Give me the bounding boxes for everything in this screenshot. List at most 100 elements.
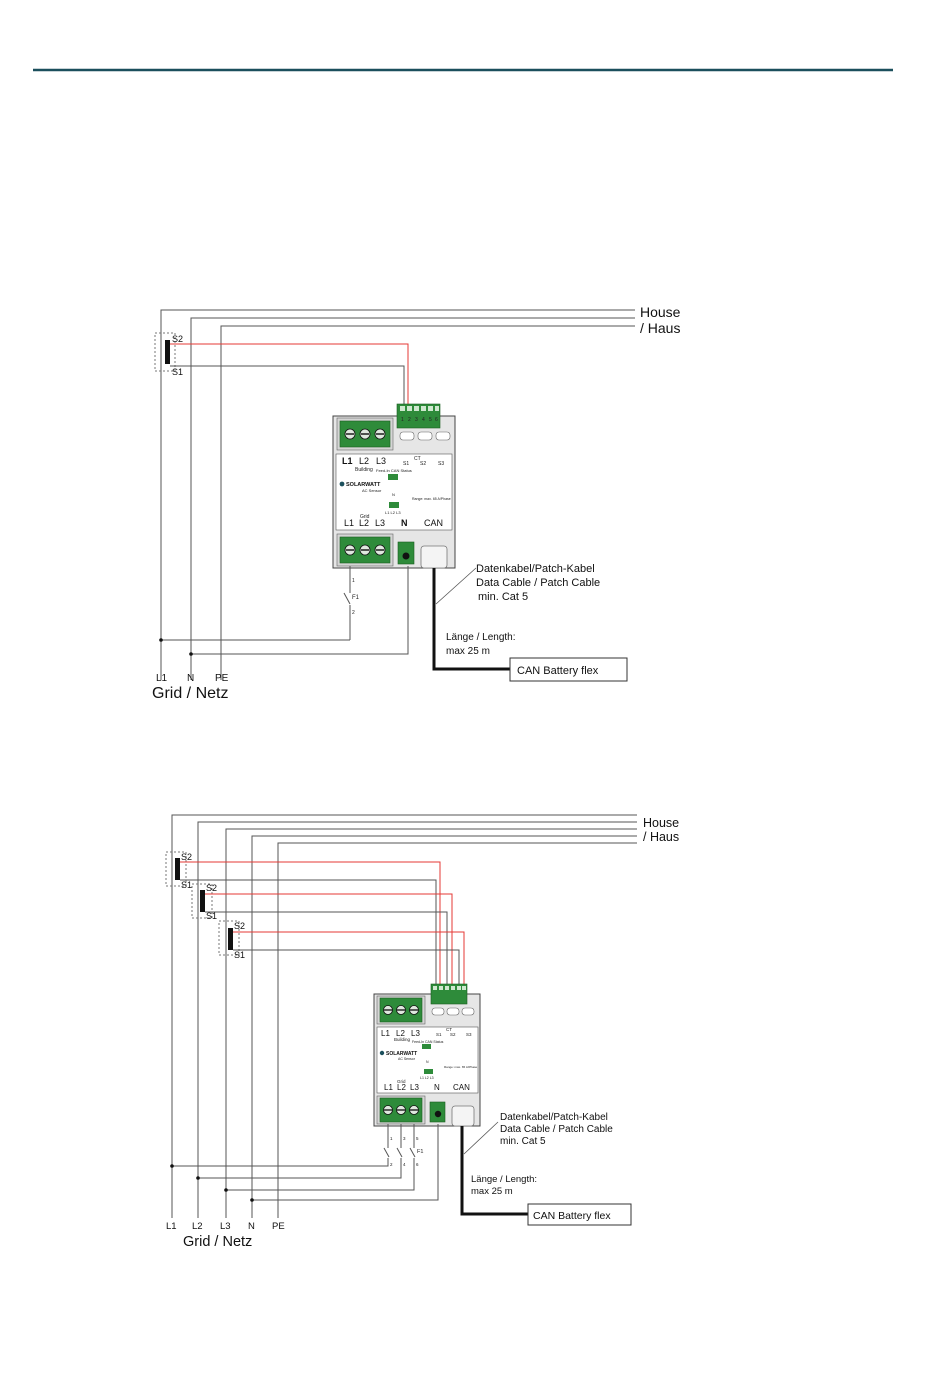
device-s1: S1: [436, 1032, 442, 1037]
ct-s1-label: S1: [172, 367, 183, 377]
cable-line-1: Datenkabel/Patch-Kabel: [476, 563, 595, 575]
battery-label: CAN Battery flex: [533, 1210, 611, 1222]
fuse-pin-2: 2: [352, 610, 355, 616]
ac-sensor-device: L1 L2 L3 Building CT S1 S2 S3 Feed-In CA…: [373, 983, 481, 1127]
device-bottom-small: L1 L2 L3: [420, 1076, 434, 1080]
ct3-s2-label: S2: [234, 921, 245, 931]
battery-label: CAN Battery flex: [517, 665, 599, 677]
device-top-l3: L3: [411, 1029, 420, 1038]
bottom-l3-label: L3: [220, 1221, 231, 1232]
device-s2: S2: [450, 1032, 456, 1037]
fuse-pin: 4: [403, 1162, 406, 1167]
house-label: House: [643, 816, 679, 830]
device-bottom-l2: L2: [397, 1083, 406, 1092]
device-model: AC Sensor: [398, 1057, 416, 1061]
device-top-l2: L2: [359, 456, 369, 466]
device-top-l3: L3: [376, 456, 386, 466]
device-brand: SOLARWATT: [346, 482, 381, 488]
diagram-three-phase: S2 S1 S2 S1 S2 S1: [165, 814, 679, 1250]
conductors: [171, 814, 637, 1218]
length-line-2: max 25 m: [471, 1186, 513, 1197]
can-cable: [460, 1126, 528, 1216]
device-bottom-l3: L3: [410, 1083, 419, 1092]
device-building-label: Building: [394, 1037, 411, 1042]
device-range: Range: max. 65 A/Phase: [412, 497, 451, 501]
ct-signal-wire-grey: [170, 365, 405, 404]
haus-label: / Haus: [643, 830, 679, 844]
fuse-label: F1: [352, 595, 360, 601]
device-grid-small: Grid: [360, 514, 370, 520]
ct2-s2-label: S2: [206, 883, 217, 893]
haus-label: / Haus: [640, 320, 680, 336]
current-transformer: S2 S1: [154, 332, 183, 377]
fuse-pin: 5: [416, 1136, 419, 1141]
cable-leader: [463, 1121, 499, 1155]
device-brand: SOLARWATT: [386, 1051, 417, 1057]
device-bottom-l2: L2: [359, 518, 369, 528]
length-line-2: max 25 m: [446, 646, 490, 657]
device-bottom-l3: L3: [375, 518, 385, 528]
cable-line-3: min. Cat 5: [478, 591, 528, 603]
cable-line-1: Datenkabel/Patch-Kabel: [500, 1112, 608, 1123]
grid-label: Grid / Netz: [183, 1234, 252, 1250]
device-ct-header: CT: [446, 1027, 452, 1032]
device-feed-in: Feed-In CAN Status: [376, 468, 412, 473]
fuse-pin: 2: [390, 1162, 393, 1167]
svg-text:3: 3: [415, 417, 418, 423]
device-building-label: Building: [355, 467, 373, 473]
bottom-pe-label: PE: [215, 673, 229, 684]
length-line-1: Länge / Length:: [471, 1174, 537, 1185]
svg-text:2: 2: [408, 417, 411, 423]
grid-label: Grid / Netz: [152, 685, 228, 702]
junction-dot: [250, 1198, 254, 1202]
ct-signal-wires: [180, 861, 465, 984]
svg-text:5: 5: [429, 417, 432, 423]
fuse-pin-1: 1: [352, 578, 355, 584]
svg-text:4: 4: [422, 417, 425, 423]
fuse-f1: [161, 566, 409, 655]
device-ct-header: CT: [414, 456, 421, 462]
bottom-l1-label: L1: [156, 673, 168, 684]
ct-s2-label: S2: [172, 334, 183, 344]
cable-leader: [435, 567, 477, 605]
device-top-l1: L1: [381, 1029, 390, 1038]
bottom-pe-label: PE: [272, 1221, 285, 1232]
device-range: Range: max. 65 A/Phase: [444, 1065, 478, 1069]
device-n-small: N: [392, 492, 395, 497]
length-line-1: Länge / Length:: [446, 632, 516, 643]
current-transformer-2: S2 S1: [191, 883, 217, 921]
ct2-s1-label: S1: [206, 911, 217, 921]
device-feed-in: Feed-In CAN Status: [412, 1040, 444, 1044]
fuse-pin: 3: [403, 1136, 406, 1141]
device-can: CAN: [424, 518, 443, 528]
device-s3: S3: [466, 1032, 472, 1037]
fuse-f1: [172, 1124, 439, 1201]
device-can: CAN: [453, 1083, 470, 1092]
current-transformer-1: S2 S1: [165, 851, 192, 890]
device-n: N: [434, 1083, 440, 1092]
device-s2: S2: [420, 461, 426, 467]
device-model: AC Sensor: [362, 488, 382, 493]
bottom-n-label: N: [248, 1221, 255, 1232]
bottom-l1-label: L1: [166, 1221, 177, 1232]
ct3-s1-label: S1: [234, 950, 245, 960]
house-label: House: [640, 304, 681, 320]
device-s1: S1: [403, 461, 409, 467]
cable-line-2: Data Cable / Patch Cable: [500, 1124, 613, 1135]
svg-text:1: 1: [401, 417, 404, 423]
svg-text:6: 6: [435, 417, 438, 423]
device-bottom-l1: L1: [384, 1083, 393, 1092]
battery-box: [509, 657, 628, 682]
fuse-pin: 6: [416, 1162, 419, 1167]
junction-dot: [224, 1188, 228, 1192]
fuse-pin: 1: [390, 1136, 393, 1141]
device-top-l1: L1: [342, 456, 353, 466]
ct1-s1-label: S1: [181, 880, 192, 890]
device-n: N: [401, 518, 408, 528]
ct-signal-wire-red: [170, 343, 409, 404]
device-top-l2: L2: [396, 1029, 405, 1038]
junction-dot: [159, 638, 163, 642]
device-bottom-l1: L1: [344, 518, 354, 528]
